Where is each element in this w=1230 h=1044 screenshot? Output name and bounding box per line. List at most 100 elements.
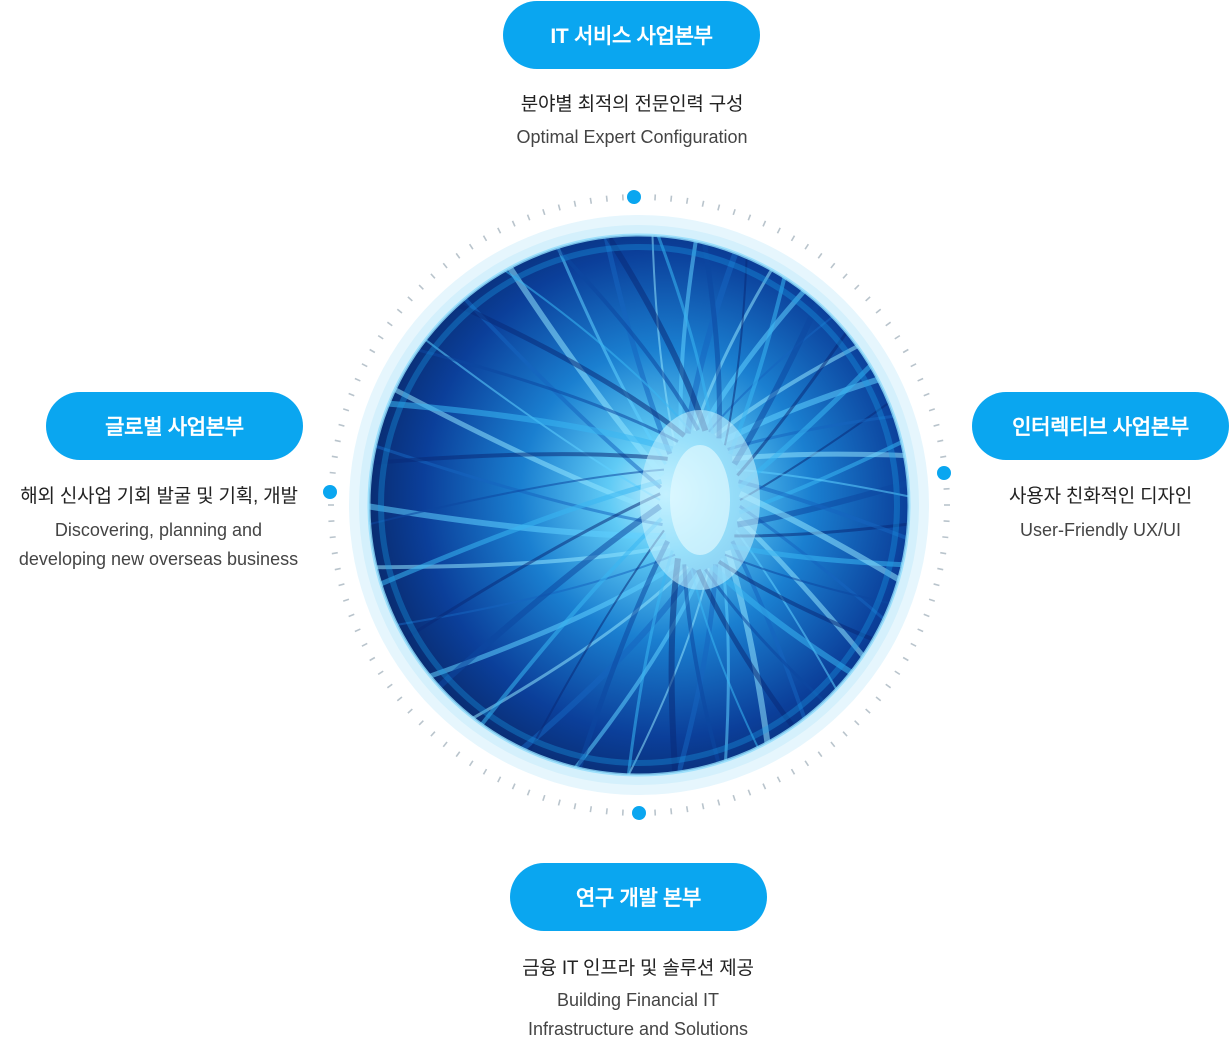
ring-tick xyxy=(498,228,501,233)
ring-tick xyxy=(687,198,688,204)
ring-tick xyxy=(355,629,360,631)
interactive-subtitle-ko: 사용자 친화적인 디자인 xyxy=(972,481,1229,508)
rnd-subtitle-en-line1: Building Financial IT xyxy=(438,986,838,1015)
ring-tick xyxy=(733,795,735,801)
ring-tick xyxy=(929,599,935,601)
ring-tick xyxy=(378,336,383,339)
ring-tick xyxy=(937,440,943,441)
ring-tick xyxy=(335,568,341,569)
ring-tick xyxy=(855,285,859,289)
global-subtitle-en-line1: Discovering, planning and xyxy=(0,516,317,545)
ring-tick xyxy=(528,215,530,221)
left-marker-dot xyxy=(323,485,337,499)
it-service-subtitle-ko: 분야별 최적의 전문인력 구성 xyxy=(432,89,832,116)
ring-tick xyxy=(831,263,835,268)
ring-tick xyxy=(671,196,672,202)
ring-tick xyxy=(431,274,435,278)
ring-tick xyxy=(513,784,515,789)
ring-tick xyxy=(330,537,336,538)
ring-tick xyxy=(924,394,930,396)
ring-tick xyxy=(940,456,946,457)
ring-tick xyxy=(513,221,515,226)
ring-tick xyxy=(543,209,545,215)
top-marker-dot xyxy=(627,190,641,204)
ring-tick xyxy=(940,553,946,554)
global-division-badge: 글로벌 사업본부 xyxy=(46,392,303,460)
ring-tick xyxy=(777,777,780,782)
ring-tick xyxy=(339,425,345,427)
ring-tick xyxy=(886,322,891,326)
global-subtitle-en-line2: developing new overseas business xyxy=(0,545,317,574)
ring-tick xyxy=(590,806,591,812)
ring-tick xyxy=(855,721,859,725)
ring-tick xyxy=(431,732,435,736)
interactive-subtitle-en: User-Friendly UX/UI xyxy=(972,516,1229,545)
ring-tick xyxy=(528,790,530,796)
rnd-division-badge: 연구 개발 본부 xyxy=(510,863,767,931)
ring-tick xyxy=(349,614,355,616)
ring-tick xyxy=(574,201,575,207)
ring-tick xyxy=(387,684,392,688)
ring-tick xyxy=(702,201,703,207)
ring-tick xyxy=(886,684,891,688)
ring-tick xyxy=(763,784,765,789)
ring-tick xyxy=(866,297,870,301)
ring-tick xyxy=(918,379,923,381)
ring-tick xyxy=(370,658,375,661)
ring-tick xyxy=(456,253,460,258)
ring-tick xyxy=(362,364,367,367)
ring-tick xyxy=(456,752,460,757)
ring-tick xyxy=(362,643,367,646)
ring-tick xyxy=(937,568,943,569)
ring-tick xyxy=(559,205,561,211)
global-subtitle-en: Discovering, planning and developing new… xyxy=(0,516,317,574)
ring-tick xyxy=(349,394,355,396)
ring-tick xyxy=(498,777,501,782)
ring-tick xyxy=(606,808,607,814)
ring-tick xyxy=(339,584,345,586)
ring-tick xyxy=(718,205,720,211)
ring-tick xyxy=(895,671,900,674)
ring-tick xyxy=(818,253,822,258)
ring-tick xyxy=(843,732,847,736)
ring-tick xyxy=(748,215,750,221)
ring-tick xyxy=(805,244,808,249)
ring-tick xyxy=(911,643,916,646)
rnd-subtitle-en: Building Financial IT Infrastructure and… xyxy=(438,986,838,1044)
ring-tick xyxy=(843,274,847,278)
ring-tick xyxy=(876,697,881,701)
ring-tick xyxy=(942,537,948,538)
ring-tick xyxy=(355,379,360,381)
ring-tick xyxy=(718,800,720,806)
ring-tick xyxy=(895,336,900,339)
ring-tick xyxy=(876,309,881,313)
ring-tick xyxy=(343,599,349,601)
ring-tick xyxy=(387,322,392,326)
ring-tick xyxy=(543,795,545,801)
rnd-subtitle-en-line2: Infrastructure and Solutions xyxy=(438,1015,838,1044)
ring-tick xyxy=(559,800,561,806)
ring-tick xyxy=(574,803,575,809)
ring-tick xyxy=(470,244,473,249)
ring-tick xyxy=(408,709,412,713)
ring-tick xyxy=(484,236,487,241)
ring-tick xyxy=(805,761,808,766)
ring-tick xyxy=(866,709,870,713)
ring-tick xyxy=(818,752,822,757)
right-marker-dot xyxy=(937,466,951,480)
it-service-division-badge: IT 서비스 사업본부 xyxy=(503,1,760,69)
ring-tick xyxy=(484,769,487,774)
ring-tick xyxy=(419,285,423,289)
bottom-marker-dot xyxy=(632,806,646,820)
ring-tick xyxy=(419,721,423,725)
ring-tick xyxy=(911,364,916,367)
ring-tick xyxy=(590,198,591,204)
ring-tick xyxy=(408,297,412,301)
ring-tick xyxy=(748,790,750,796)
ring-tick xyxy=(733,209,735,215)
ring-tick xyxy=(934,425,940,427)
ring-tick xyxy=(370,350,375,353)
ring-tick xyxy=(918,629,923,631)
ring-tick xyxy=(792,769,795,774)
interactive-division-badge: 인터렉티브 사업본부 xyxy=(972,392,1229,460)
